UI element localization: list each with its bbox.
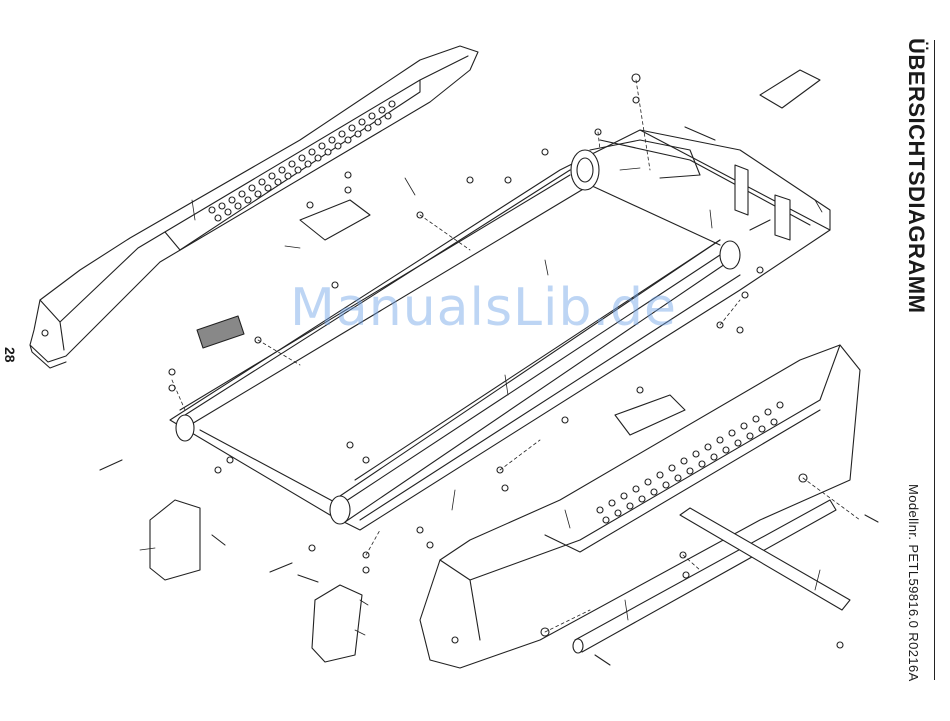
warning-decal: [197, 316, 244, 348]
margin-rule: [934, 40, 935, 680]
rear-endcaps: [150, 500, 362, 662]
page-number: 28: [2, 347, 18, 363]
page-title: ÜBERSICHTSDIAGRAMM: [903, 38, 929, 313]
model-number: Modellnr. PETL59816.0 R0216A: [906, 484, 921, 682]
watermark: ManualsLib.de: [290, 278, 677, 338]
